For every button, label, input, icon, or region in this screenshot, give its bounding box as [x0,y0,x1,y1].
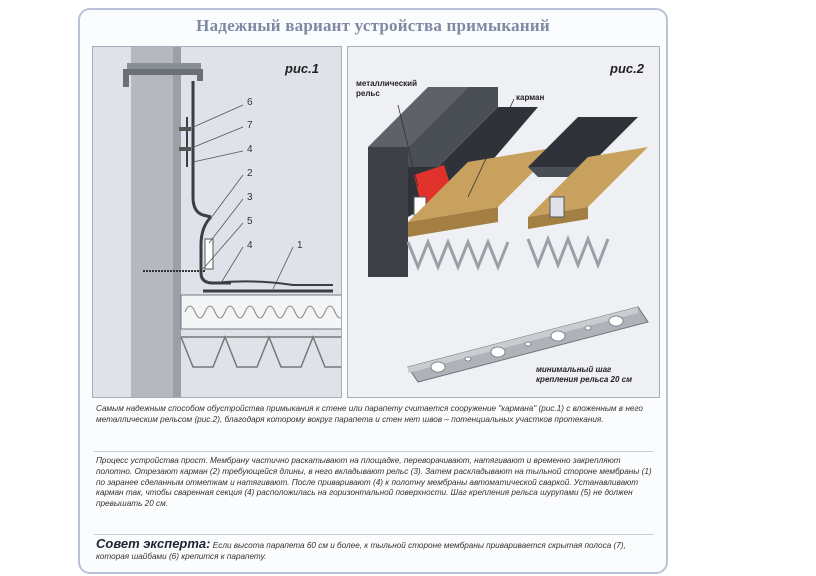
callout-number: 5 [247,216,253,227]
figure-2-illustration: рис.2 металлический рельс карман минимал… [347,46,660,398]
page-title: Надежный вариант устройства примыканий [196,16,550,35]
paragraph-intro: Самым надежным способом обустройства при… [96,404,643,424]
insulation-pattern [184,305,341,319]
wall-face [173,47,181,397]
right-membrane-top [528,117,638,167]
cap-flashing [123,69,203,87]
fig2-leader-lines [397,98,515,198]
parapet-wall [131,47,173,397]
rail-holes [430,315,624,373]
membrane-wall [408,87,498,167]
callout-metal-rail: металлический рельс [356,79,417,98]
parapet-front [368,147,408,277]
insulation [180,294,341,330]
divider [94,451,654,452]
wood-board [408,147,558,222]
callout-pocket: карман [516,93,545,102]
figure-1-cross-section: рис.1 6 7 4 2 3 5 4 1 [92,46,342,398]
profiled-deck [180,334,341,368]
callout-number: 1 [297,240,303,251]
metal-rail [204,238,214,270]
washer-fastener-2 [179,147,191,151]
leader-lines [188,104,294,290]
figure-1-label: рис.1 [285,61,319,76]
perforated-rail-top [408,307,638,373]
figure-2-drawing [368,87,649,383]
parapet-top [368,87,468,147]
cap-top [127,63,201,69]
figure-1-drawing [123,47,341,397]
paragraph-process: Процесс устройства прост. Мембрану части… [96,456,652,509]
callout-number: 4 [247,240,253,251]
callout-min-step: минимальный шаг крепления рельса 20 см [536,365,633,384]
right-wood-front [528,207,588,229]
callout-number: 4 [247,144,253,155]
right-rail-profile [549,196,565,218]
figure-2-label: рис.2 [610,61,644,76]
divider [94,534,654,535]
advice-heading: Совет эксперта: [96,536,211,551]
callout-number: 3 [247,192,253,203]
advice-text: Если высота парапета 60 см и более, к ты… [96,541,626,561]
callout-number: 7 [247,120,253,131]
wall-membrane [191,81,212,219]
wood-board-front [408,207,498,237]
pocket-loop [199,215,231,285]
corrugated-deck [406,237,510,272]
callout-number: 6 [247,97,253,108]
illustration-card: Надежный вариант устройства примыканий [78,8,668,574]
expert-advice: Совет эксперта: Если высота парапета 60 … [96,536,661,562]
right-corrugated-deck [526,234,610,270]
callout-number: 2 [247,168,253,179]
washer-fastener [179,127,191,131]
